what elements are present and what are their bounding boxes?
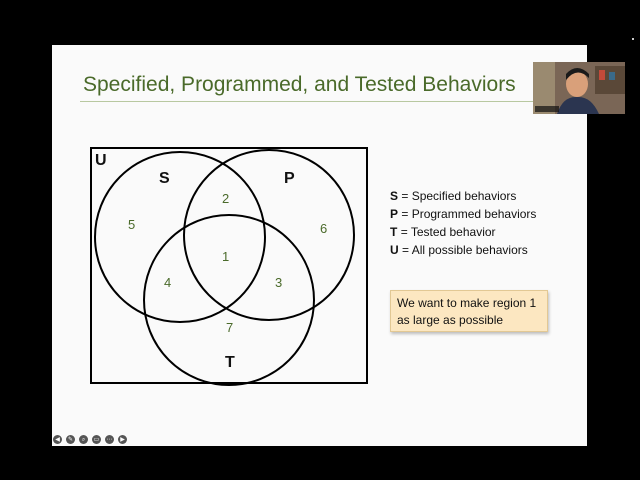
callout-box: We want to make region 1 as large as pos… — [390, 290, 548, 332]
region-4: 4 — [164, 275, 171, 290]
region-7: 7 — [226, 320, 233, 335]
region-3: 3 — [275, 275, 282, 290]
slide-title: Specified, Programmed, and Tested Behavi… — [83, 73, 516, 96]
pen-icon[interactable]: ✎ — [66, 435, 75, 444]
caption-icon[interactable]: ▭ — [92, 435, 101, 444]
legend-item-t: T = Tested behavior — [390, 225, 496, 239]
screen-dot — [632, 38, 634, 40]
venn-diagram: U S P T 1 2 3 4 5 6 7 — [90, 147, 368, 386]
set-s-circle — [94, 151, 266, 323]
set-p-circle — [183, 149, 355, 321]
presenter-video-image — [533, 62, 625, 114]
set-t-label: T — [225, 354, 235, 371]
region-2: 2 — [222, 191, 229, 206]
legend-item-s: S = Specified behaviors — [390, 189, 517, 203]
next-icon[interactable]: ▶ — [118, 435, 127, 444]
universe-label: U — [95, 152, 107, 169]
region-1: 1 — [222, 249, 229, 264]
back-icon[interactable]: ◀ — [53, 435, 62, 444]
slide: Specified, Programmed, and Tested Behavi… — [52, 45, 587, 446]
slide-toolbar: ◀ ✎ ⌕ ▭ ⋯ ▶ — [53, 435, 127, 444]
universe-rectangle — [90, 147, 368, 384]
legend-item-u: U = All possible behaviors — [390, 243, 528, 257]
more-icon[interactable]: ⋯ — [105, 435, 114, 444]
region-5: 5 — [128, 217, 135, 232]
region-6: 6 — [320, 221, 327, 236]
webcam-video-thumbnail[interactable] — [533, 62, 625, 114]
callout-line-2: as large as possible — [397, 313, 504, 327]
zoom-icon[interactable]: ⌕ — [79, 435, 88, 444]
legend: S = Specified behaviors P = Programmed b… — [390, 187, 536, 259]
set-t-circle — [143, 214, 315, 386]
set-s-label: S — [159, 170, 170, 187]
set-p-label: P — [284, 170, 295, 187]
callout-line-1: We want to make region 1 — [397, 296, 537, 310]
legend-item-p: P = Programmed behaviors — [390, 207, 537, 221]
title-divider — [80, 101, 550, 102]
